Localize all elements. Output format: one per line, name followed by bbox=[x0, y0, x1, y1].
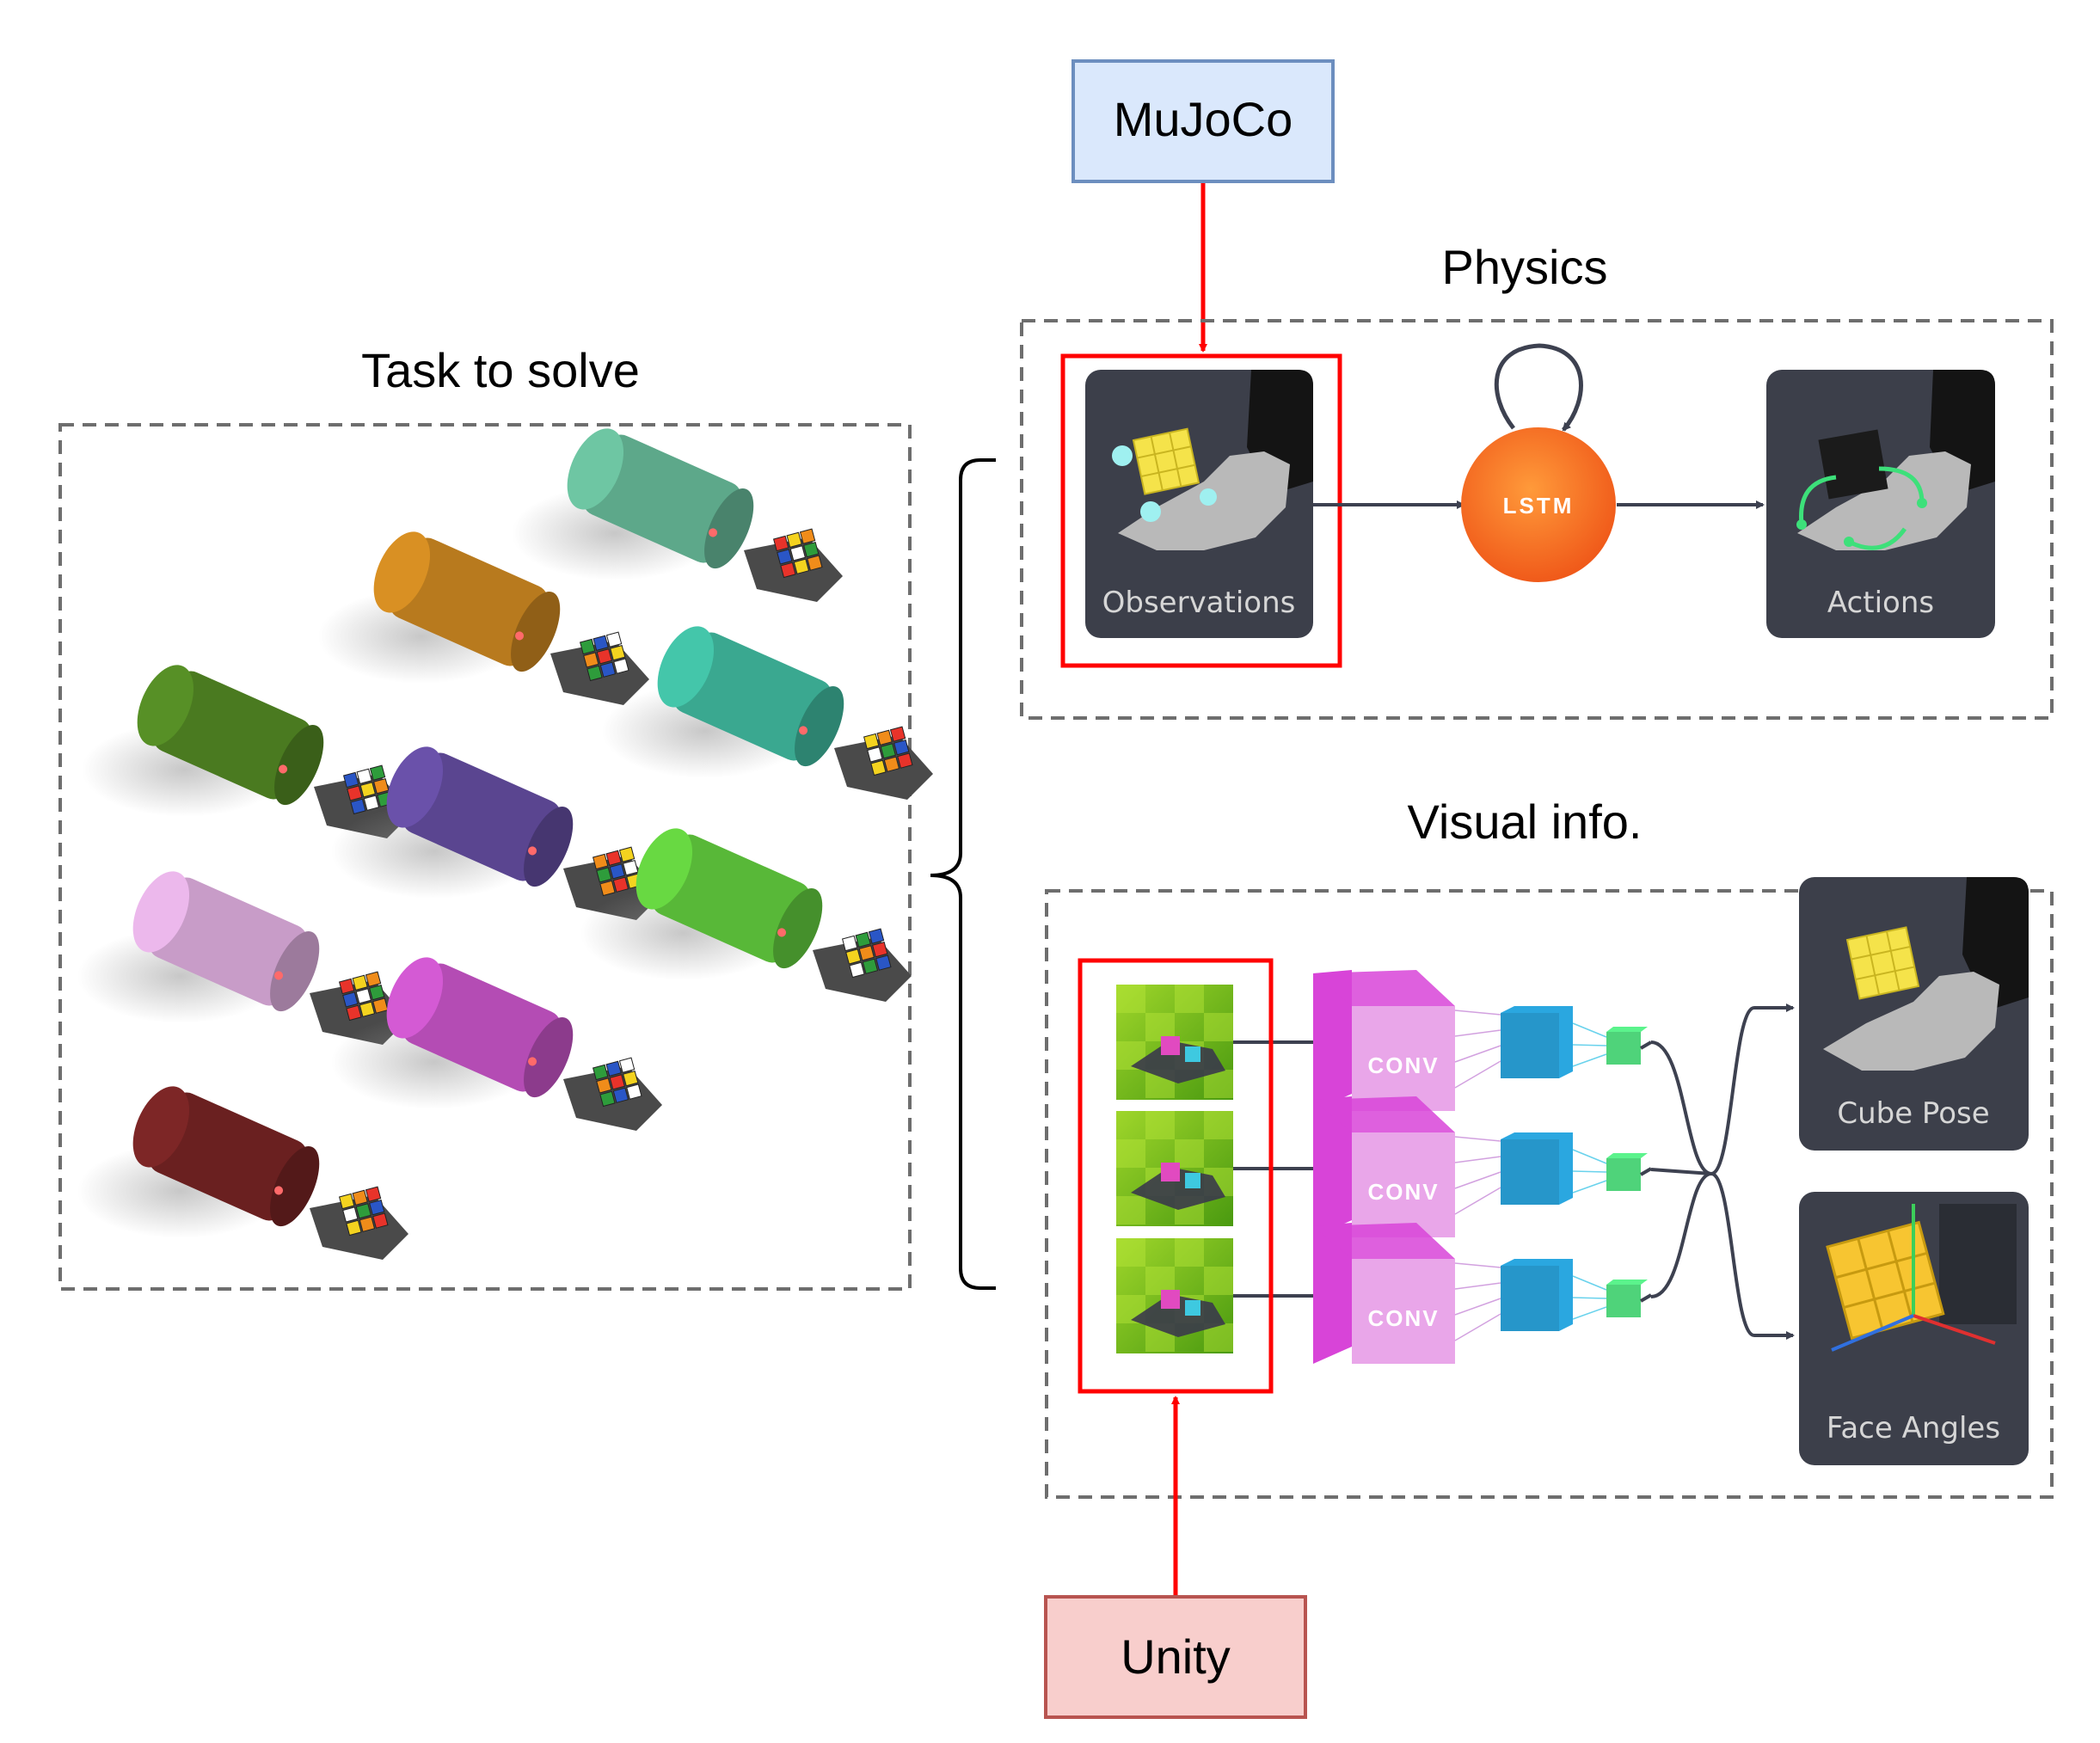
physics-title: Physics bbox=[1442, 240, 1608, 294]
lstm-label: LSTM bbox=[1503, 493, 1575, 519]
face-angles-label: Face Angles bbox=[1827, 1411, 2000, 1445]
task-title: Task to solve bbox=[361, 343, 640, 397]
robot-body bbox=[373, 531, 561, 672]
conv-label: CONV bbox=[1367, 1053, 1439, 1078]
actions-hand-icon bbox=[1797, 451, 1971, 550]
rubiks-cube bbox=[338, 971, 389, 1022]
conv-label: CONV bbox=[1367, 1179, 1439, 1205]
robot-body bbox=[636, 828, 823, 969]
robot-arm-3 bbox=[602, 626, 933, 800]
actions-card: Actions bbox=[1766, 370, 1995, 638]
cube-pose-label: Cube Pose bbox=[1837, 1096, 1989, 1131]
mujoco-box bbox=[1071, 59, 1335, 183]
robot-body bbox=[386, 957, 574, 1098]
camera-image-2 bbox=[1116, 1111, 1333, 1226]
task-group-box bbox=[58, 423, 912, 1291]
cube-pose-hand-icon bbox=[1823, 972, 1999, 1071]
rubiks-cube bbox=[863, 726, 913, 776]
mujoco-label: MuJoCo bbox=[1114, 92, 1293, 146]
face-angles-card: Face Angles bbox=[1799, 1192, 2029, 1465]
fc-block-blue bbox=[1501, 1259, 1573, 1331]
face-angles-axis-blue bbox=[1831, 1314, 1914, 1352]
robot-arm-9 bbox=[77, 1086, 408, 1260]
images-highlight-box bbox=[1078, 958, 1274, 1394]
to-face-angles-arrow bbox=[1710, 1172, 1795, 1340]
unity-box bbox=[1044, 1595, 1307, 1719]
robot-arm-5 bbox=[331, 746, 662, 920]
lstm-circle bbox=[1461, 427, 1616, 582]
robot-arm-1 bbox=[512, 428, 843, 602]
robot-arm-6 bbox=[580, 828, 912, 1002]
fc-block-blue bbox=[1501, 1132, 1573, 1205]
cube-pose-cube-icon bbox=[1845, 926, 1920, 1000]
fc-block-green bbox=[1606, 1027, 1648, 1065]
conv-block-1: CONV bbox=[1313, 970, 1653, 1111]
unity-node: Unity bbox=[1044, 1595, 1307, 1719]
visual-group-box bbox=[1045, 889, 2054, 1499]
face-angles-axis-red bbox=[1913, 1314, 1996, 1345]
robot-body bbox=[137, 665, 324, 806]
robot-arm-8 bbox=[331, 957, 662, 1131]
camera-image-1 bbox=[1116, 985, 1333, 1100]
lstm-recurrent-loop bbox=[1494, 343, 1583, 432]
conv-block-3: CONV bbox=[1313, 1223, 1653, 1364]
rubiks-cube bbox=[579, 631, 629, 682]
fc-block-green bbox=[1606, 1153, 1648, 1191]
robot-body bbox=[386, 746, 574, 887]
mujoco-node: MuJoCo bbox=[1071, 59, 1335, 183]
merge-connector bbox=[1650, 1040, 1712, 1298]
robot-arm-4 bbox=[82, 665, 413, 838]
curly-brace bbox=[930, 458, 996, 1290]
to-cube-pose-arrow bbox=[1710, 1003, 1795, 1175]
conv-block-2: CONV bbox=[1313, 1096, 1653, 1237]
conv-stack: CONV CONV CONV bbox=[1313, 970, 1653, 1364]
lstm-node: LSTM bbox=[1461, 343, 1616, 582]
observations-cube-icon bbox=[1132, 427, 1200, 495]
conv-label: CONV bbox=[1367, 1305, 1439, 1331]
robot-arm-7 bbox=[77, 871, 408, 1045]
rubiks-cube bbox=[841, 928, 892, 979]
unity-label: Unity bbox=[1121, 1629, 1231, 1684]
visual-title: Visual info. bbox=[1408, 795, 1643, 849]
rubiks-cube bbox=[592, 846, 642, 897]
robot-arm-2 bbox=[318, 531, 649, 705]
robot-body bbox=[567, 428, 754, 569]
robot-body bbox=[657, 626, 844, 767]
actions-cube-icon bbox=[1818, 429, 1888, 500]
fc-block-blue bbox=[1501, 1006, 1573, 1078]
actions-label: Actions bbox=[1827, 586, 1934, 620]
observations-highlight-box bbox=[1060, 353, 1342, 668]
actions-rotation-arrows-icon bbox=[1799, 466, 1925, 550]
cube-pose-card: Cube Pose bbox=[1799, 877, 2029, 1151]
camera-image-3 bbox=[1116, 1238, 1333, 1353]
rubiks-cube bbox=[772, 528, 823, 579]
observations-card: Observations bbox=[1085, 370, 1313, 638]
robot-body bbox=[132, 1086, 320, 1227]
rubiks-cube bbox=[342, 764, 393, 815]
robot-body bbox=[132, 871, 320, 1012]
rubiks-cube bbox=[338, 1186, 389, 1237]
fc-block-green bbox=[1606, 1280, 1648, 1317]
task-illustration bbox=[77, 428, 933, 1260]
rubiks-cube bbox=[592, 1057, 642, 1108]
camera-images bbox=[1116, 985, 1333, 1353]
physics-group-box bbox=[1020, 319, 2054, 720]
observations-glow-icon bbox=[1112, 445, 1133, 466]
observations-label: Observations bbox=[1102, 586, 1296, 620]
